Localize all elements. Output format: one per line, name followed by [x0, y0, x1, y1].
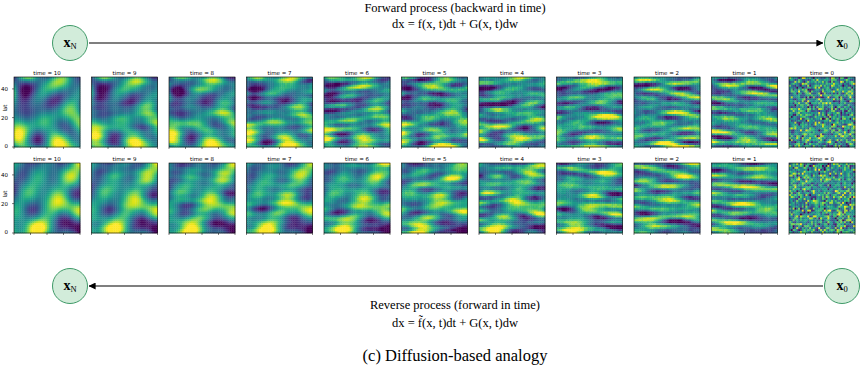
figure-stage: Forward process (backward in time)dx = f…	[0, 0, 863, 377]
